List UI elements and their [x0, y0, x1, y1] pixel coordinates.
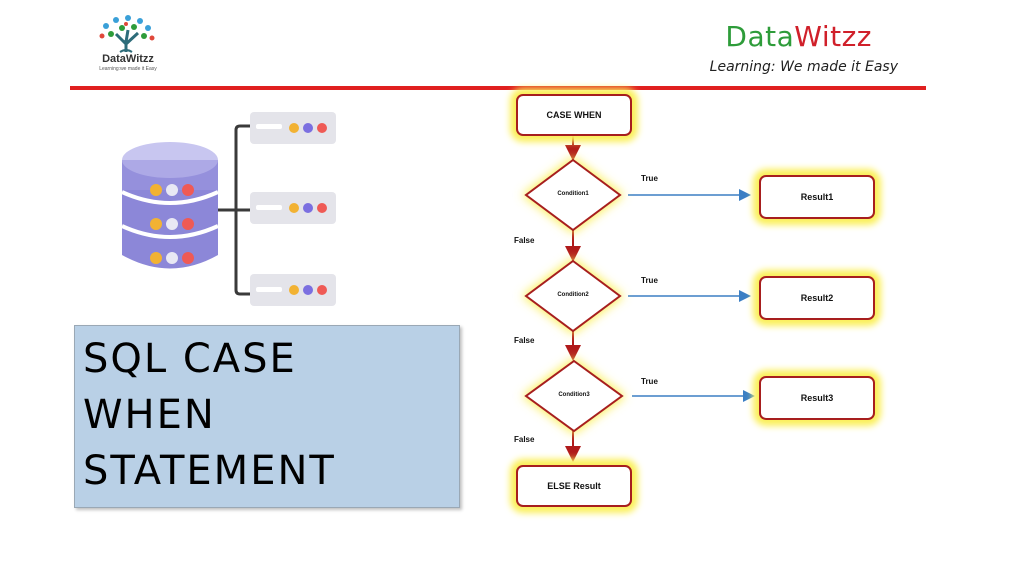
true-label: True — [641, 276, 658, 285]
case-when-box: CASE WHEN — [516, 94, 632, 136]
title-line-3: STATEMENT — [83, 448, 336, 494]
else-result-box: ELSE Result — [516, 465, 632, 507]
result2-box: Result2 — [759, 276, 875, 320]
brand-part2: Witzz — [794, 20, 872, 53]
server-icon — [250, 192, 336, 224]
true-label: True — [641, 377, 658, 386]
false-label: False — [514, 336, 535, 345]
server-icon — [250, 274, 336, 306]
decision-diamond — [522, 258, 624, 334]
false-label: False — [514, 236, 535, 245]
brand-title: DataWitzz — [725, 20, 872, 53]
database-icon — [121, 142, 219, 269]
result1-box: Result1 — [759, 175, 875, 219]
connector-lines — [216, 124, 254, 296]
result3-box: Result3 — [759, 376, 875, 420]
title-line-2: WHEN — [83, 392, 216, 438]
condition1-label: Condition1 — [557, 191, 589, 197]
title-line-1: SQL CASE — [83, 336, 297, 382]
decision-diamond — [522, 358, 626, 434]
logo-tagline: Learning:we made it Easy — [99, 66, 157, 72]
logo-name: DataWitzz — [102, 53, 154, 65]
true-label: True — [641, 174, 658, 183]
condition2-label: Condition2 — [557, 292, 589, 298]
header-divider — [70, 86, 926, 90]
brand-part1: Data — [725, 20, 795, 53]
decision-diamond — [522, 157, 624, 233]
condition3-label: Condition3 — [558, 392, 590, 398]
false-label: False — [514, 435, 535, 444]
brand-tagline: Learning: We made it Easy — [709, 59, 898, 75]
server-icon — [250, 112, 336, 144]
tree-logo-icon — [99, 15, 155, 53]
title-panel: SQL CASE WHEN STATEMENT — [74, 325, 460, 508]
